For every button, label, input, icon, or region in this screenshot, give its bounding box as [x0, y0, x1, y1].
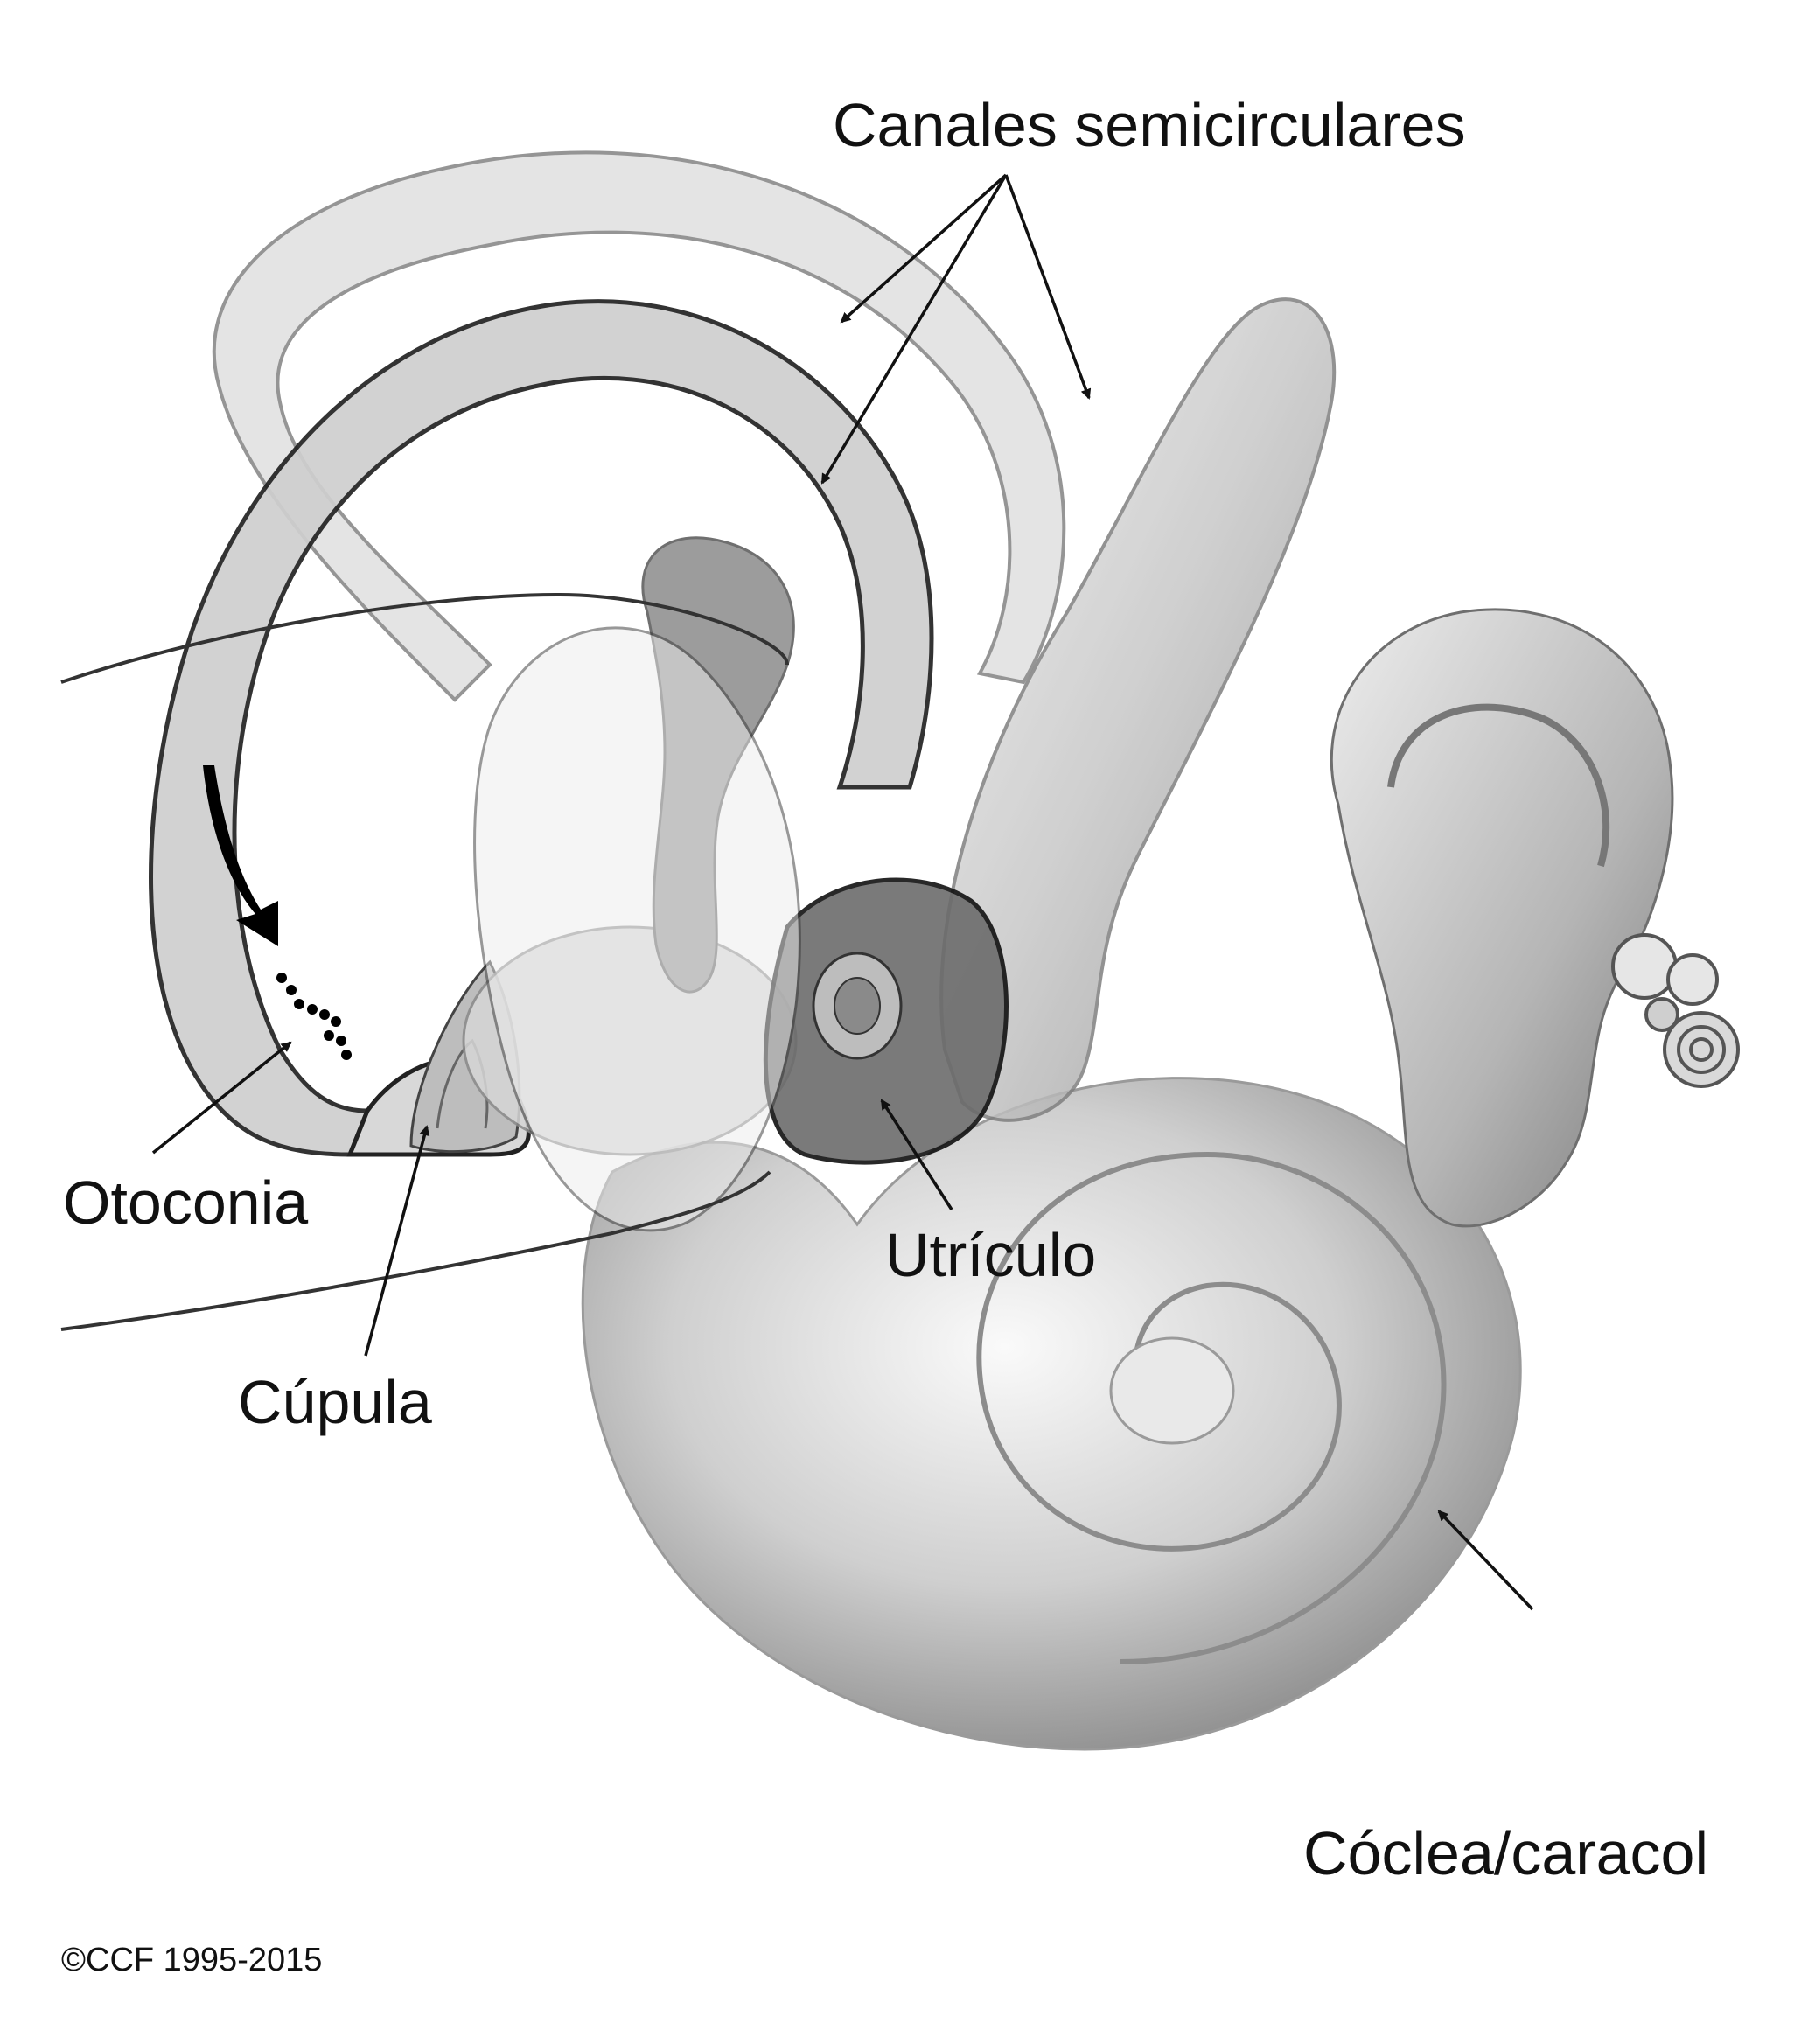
- copyright-notice: ©CCF 1995-2015: [61, 1942, 323, 1978]
- leader-canales-1: [840, 173, 1008, 324]
- inner-ear-mini-icon: [1611, 933, 1740, 1088]
- label-canales-semicirculares: Canales semicirculares: [833, 91, 1466, 159]
- label-cupula: Cúpula: [238, 1368, 432, 1436]
- flow-direction-arrow-icon: [203, 765, 278, 946]
- leader-coclea: [1437, 1510, 1534, 1611]
- leader-canales-2: [820, 174, 1008, 485]
- leader-cupula: [364, 1125, 430, 1357]
- transparent-plane: [60, 592, 801, 1331]
- otoconia-particles: [276, 973, 352, 1060]
- ear-icon: [1330, 608, 1674, 1228]
- label-otoconia: Otoconia: [63, 1168, 309, 1237]
- leader-canales-3: [1004, 174, 1092, 400]
- leader-utriculo: [880, 1099, 953, 1210]
- label-coclea-caracol: Cóclea/caracol: [1303, 1819, 1708, 1887]
- leader-otoconia: [151, 1041, 292, 1155]
- semicircular-canal-right: [939, 297, 1337, 1122]
- semicircular-canal-top: [212, 150, 1066, 702]
- cochlea-shape: [581, 1077, 1522, 1751]
- leader-lines: [151, 173, 1534, 1611]
- utricle-shape: [763, 877, 1009, 1165]
- label-utriculo: Utrículo: [885, 1221, 1097, 1289]
